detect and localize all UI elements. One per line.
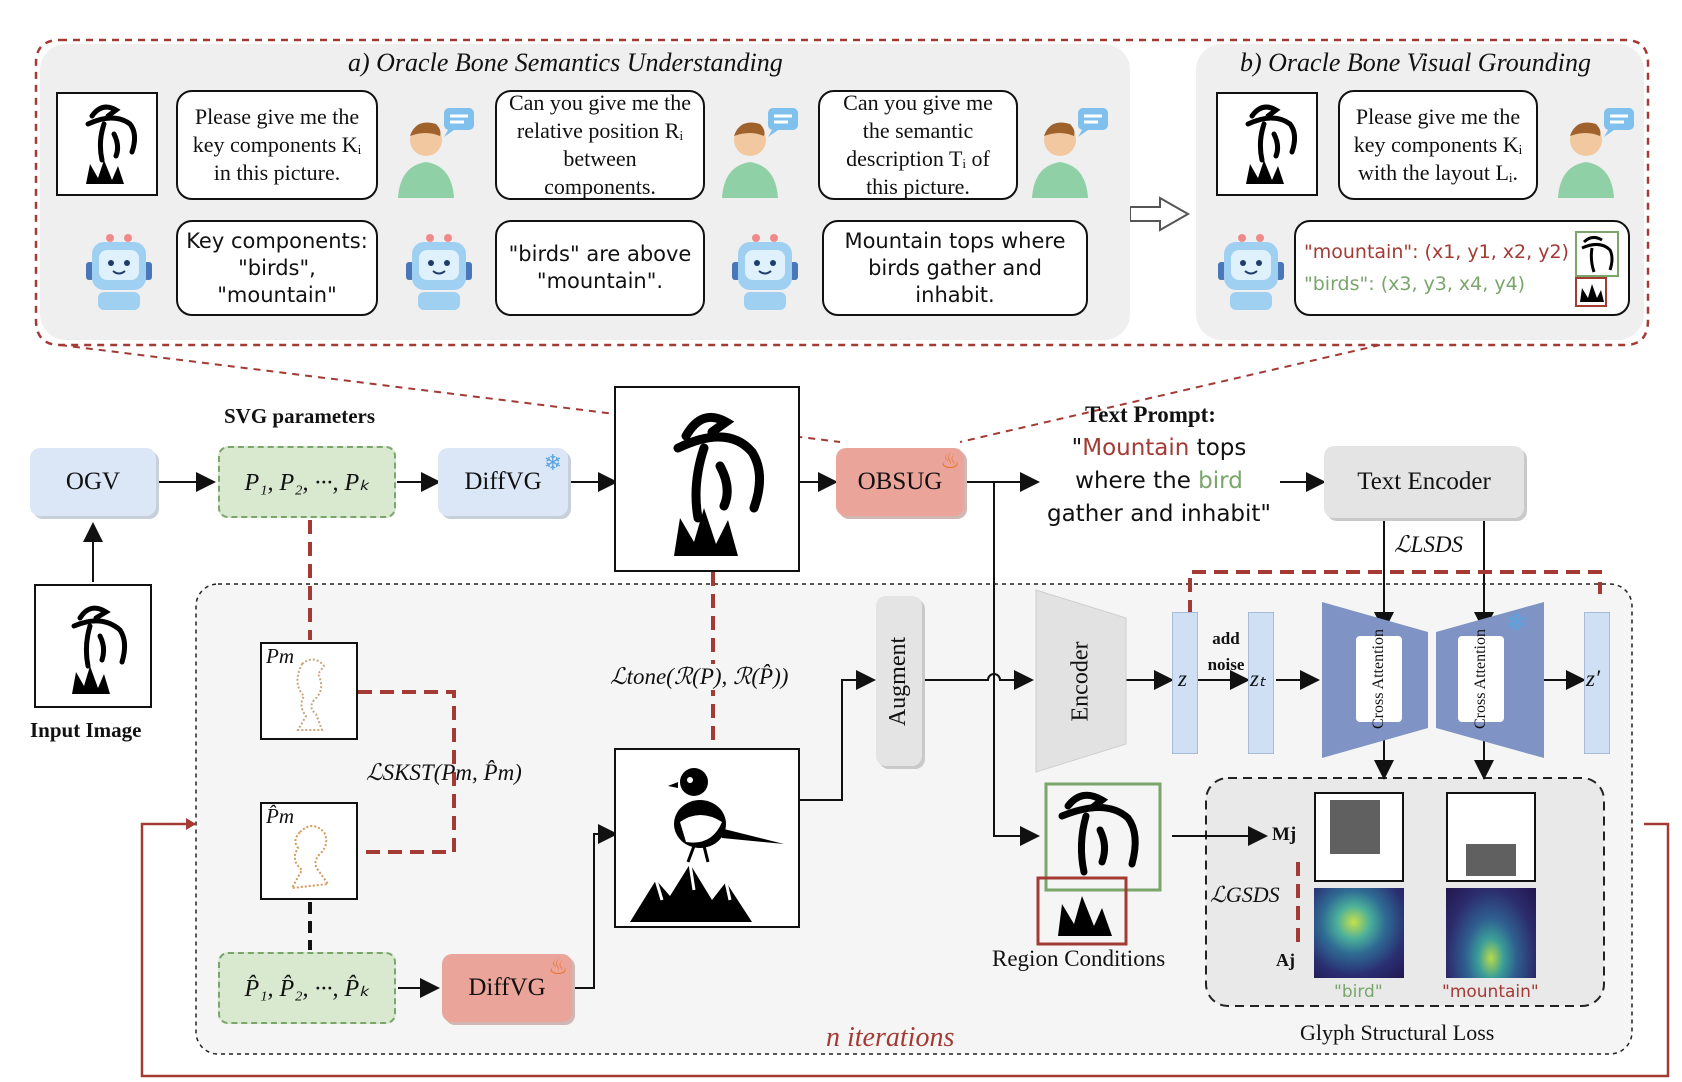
diffvg-label: DiffVG bbox=[464, 468, 542, 495]
input-image-label: Input Image bbox=[30, 718, 142, 742]
ai-robot-icon bbox=[402, 232, 476, 312]
user-avatar-icon bbox=[396, 104, 476, 200]
region-conditions-label: Region Conditions bbox=[992, 946, 1166, 971]
cross-attention-label: Cross Attention bbox=[1370, 628, 1388, 730]
fire-icon: ♨ bbox=[940, 448, 960, 473]
pm-hat-image bbox=[260, 802, 358, 900]
attention-aj-label: Aj bbox=[1276, 950, 1295, 970]
bird-map-label: "bird" bbox=[1334, 982, 1383, 1002]
mask-mj-label: Mj bbox=[1272, 824, 1297, 845]
latent-z-label: z bbox=[1178, 666, 1187, 691]
svg-params-title: SVG parameters bbox=[224, 404, 376, 428]
ai-robot-icon bbox=[728, 232, 802, 312]
panel-a-title: a) Oracle Bone Semantics Understanding bbox=[348, 48, 783, 77]
encoder-label: Encoder bbox=[1067, 641, 1094, 722]
ai-robot-icon bbox=[82, 232, 156, 312]
cross-attention-label: Cross Attention bbox=[1472, 628, 1490, 730]
loss-lsds: ℒLSDS bbox=[1394, 532, 1463, 557]
answer-mountain-coords: "mountain": (x1, y1, x2, y2) bbox=[1304, 241, 1569, 263]
diffvg-trainable-node: DiffVG ♨ bbox=[442, 954, 572, 1022]
cross-attention-block: Cross Attention bbox=[1356, 629, 1402, 729]
loss-gsds: ℒGSDS bbox=[1210, 882, 1280, 907]
glyph-structural-loss-label: Glyph Structural Loss bbox=[1300, 1020, 1495, 1045]
latent-zt-label: zₜ bbox=[1250, 666, 1266, 691]
answer-bubble-description: Mountain tops where birds gather and inh… bbox=[822, 220, 1088, 316]
text-prompt-title: Text Prompt: bbox=[1085, 402, 1216, 427]
svg-params-node: P₁, P₂, ···, Pₖ bbox=[218, 446, 396, 518]
answer-birds-coords: "birds": (x3, y3, x4, y4) bbox=[1304, 273, 1526, 295]
grounded-glyph-icon bbox=[1575, 231, 1619, 307]
latent-zprime-label: z′ bbox=[1586, 666, 1600, 691]
cross-attention-block: Cross Attention bbox=[1458, 629, 1504, 729]
obsug-node: OBSUG ♨ bbox=[836, 448, 964, 516]
user-avatar-icon bbox=[1030, 104, 1110, 200]
attention-map-bird bbox=[1314, 888, 1404, 978]
question-bubble-layout: Please give me the key components Kᵢ wit… bbox=[1338, 90, 1538, 200]
answer-bubble-grounding: "mountain": (x1, y1, x2, y2) "birds": (x… bbox=[1294, 220, 1630, 316]
ogv-node: OGV bbox=[30, 448, 156, 516]
prompt-word-mountain: Mountain bbox=[1082, 435, 1190, 461]
mask-bird-image bbox=[1314, 792, 1404, 882]
pm-label: Pm bbox=[266, 644, 294, 668]
generated-glyph-image bbox=[614, 386, 800, 572]
latent-z-bar bbox=[1172, 612, 1198, 754]
diffvg-frozen-node: DiffVG ❄ bbox=[438, 448, 568, 516]
fire-icon: ♨ bbox=[548, 954, 568, 979]
region-conditions-image bbox=[1036, 780, 1172, 946]
snowflake-icon: ❄ bbox=[543, 450, 562, 475]
panel-b-title: b) Oracle Bone Visual Grounding bbox=[1240, 48, 1591, 77]
text-prompt: "Mountain tops where the bird gather and… bbox=[1046, 435, 1271, 527]
snowflake-icon: ❄ bbox=[1506, 608, 1528, 638]
latent-zprime-bar bbox=[1584, 612, 1610, 754]
obsug-label: OBSUG bbox=[857, 468, 943, 495]
svg-params-hat-node: P̂₁, P̂₂, ···, P̂ₖ bbox=[218, 952, 396, 1024]
pm-hat-label: P̂m bbox=[266, 804, 294, 828]
latent-zt-bar bbox=[1248, 612, 1274, 754]
input-image bbox=[34, 584, 152, 708]
loss-tone: ℒtone(ℛ(P), ℛ(P̂)) bbox=[608, 664, 791, 690]
question-bubble-components: Please give me the key components Kᵢ in … bbox=[176, 90, 378, 200]
pm-image bbox=[260, 642, 358, 740]
question-bubble-description: Can you give me the semantic description… bbox=[818, 90, 1018, 200]
oracle-glyph-image bbox=[56, 92, 158, 196]
mountain-map-label: "mountain" bbox=[1442, 982, 1539, 1002]
diffvg-label: DiffVG bbox=[468, 974, 546, 1001]
question-bubble-position: Can you give me the relative position Rᵢ… bbox=[495, 90, 705, 200]
n-iterations-label: n iterations bbox=[826, 1022, 955, 1053]
ai-robot-icon bbox=[1214, 232, 1288, 312]
augment-node: Augment bbox=[876, 596, 922, 766]
text-encoder-node: Text Encoder bbox=[1324, 446, 1524, 518]
add-noise-label: add noise bbox=[1207, 629, 1245, 674]
prompt-word-bird: bird bbox=[1198, 468, 1243, 494]
user-avatar-icon bbox=[720, 104, 800, 200]
answer-bubble-position: "birds" are above "mountain". bbox=[495, 220, 705, 316]
attention-map-mountain bbox=[1446, 888, 1536, 978]
mask-mountain-image bbox=[1446, 792, 1536, 882]
oracle-glyph-image bbox=[1216, 92, 1318, 196]
augment-label: Augment bbox=[885, 636, 912, 726]
user-avatar-icon bbox=[1556, 104, 1636, 200]
loss-skst: ℒSKST(Pm, P̂m) bbox=[366, 760, 522, 785]
answer-bubble-components: Key components: "birds", "mountain" bbox=[176, 220, 378, 316]
sketch-output-image bbox=[614, 748, 800, 928]
